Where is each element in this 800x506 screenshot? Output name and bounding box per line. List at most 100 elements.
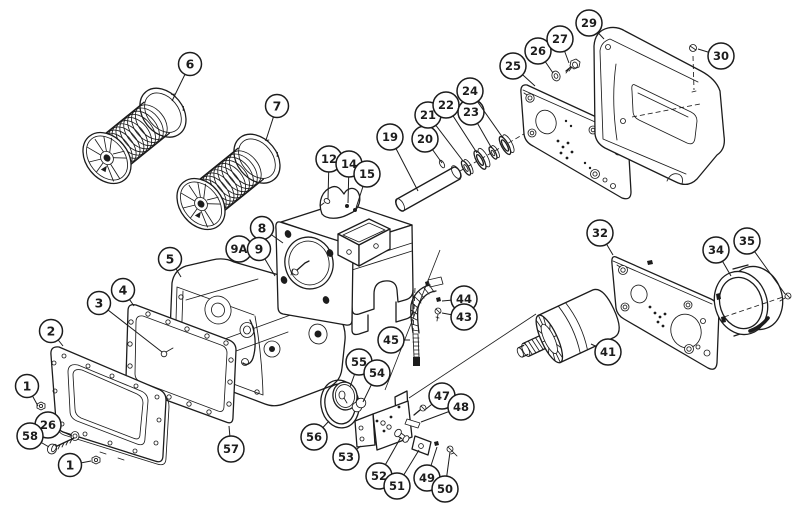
callout-48: 48 (420, 393, 475, 423)
callout-balloon (38, 318, 64, 344)
callout-number: 56 (306, 430, 322, 444)
callout-balloon (332, 443, 360, 471)
part-brush-lead-43-44-45 (410, 276, 444, 366)
callout-balloon (432, 91, 460, 119)
callout-balloon (377, 326, 405, 354)
callout-45: 45 (377, 326, 410, 354)
callout-balloon (246, 236, 272, 262)
part-screw-49 (434, 441, 439, 446)
callout-58: 58 (16, 422, 50, 450)
part-washer-26 (551, 70, 561, 82)
part-nut-1b (91, 455, 101, 465)
callout-number: 3 (95, 295, 104, 310)
callout-57: 57 (217, 425, 245, 463)
callout-number: 26 (40, 418, 56, 432)
callout-balloon (456, 77, 484, 105)
callout-15: 15 (353, 160, 381, 209)
callout-34: 34 (702, 236, 732, 277)
callout-balloon (594, 338, 622, 366)
part-cover-frame-2 (50, 346, 170, 466)
callout-number: 6 (186, 56, 195, 71)
part-pin-20 (438, 159, 446, 169)
callout-20: 20 (411, 125, 443, 164)
callout-number: 1 (23, 378, 32, 393)
callout-number: 47 (434, 389, 450, 403)
callout-27: 27 (546, 25, 574, 64)
part-drum-ring-34 (713, 264, 787, 337)
callout-number: 27 (552, 32, 568, 46)
part-cam-bracket-12-14-15 (319, 185, 361, 219)
callout-41: 41 (590, 338, 622, 366)
callout-number: 34 (708, 243, 724, 257)
part-clip-48 (404, 418, 421, 429)
part-cable-drum-6 (72, 77, 198, 194)
callout-3: 3 (86, 290, 163, 353)
callout-balloon (14, 373, 40, 399)
callout-number: 15 (359, 167, 375, 181)
callout-25: 25 (499, 52, 536, 87)
callout-5: 5 (157, 246, 183, 278)
part-screw-47 (413, 404, 427, 416)
callout-balloon (733, 227, 761, 255)
callout-balloon (524, 37, 552, 65)
callout-number: 41 (600, 345, 616, 359)
callout-balloon (353, 160, 381, 188)
callout-leader-line (98, 302, 163, 353)
callout-number: 25 (505, 59, 521, 73)
callout-29: 29 (575, 9, 605, 40)
callout-number: 58 (22, 429, 38, 443)
callout-balloon (110, 277, 136, 303)
callout-number: 55 (351, 355, 367, 369)
callout-number: 52 (371, 469, 387, 483)
callout-56: 56 (300, 420, 330, 451)
callout-23: 23 (457, 98, 492, 148)
callout-1: 1 (57, 452, 92, 478)
callout-number: 20 (417, 132, 433, 146)
callout-balloon (499, 52, 527, 80)
callout-number: 29 (581, 16, 597, 30)
callout-number: 19 (382, 130, 398, 144)
callout-number: 21 (420, 108, 436, 122)
callout-35: 35 (733, 227, 786, 295)
callout-balloon (217, 435, 245, 463)
part-gear-housing-8-9 (275, 201, 414, 336)
callout-51: 51 (383, 449, 420, 500)
callout-30: 30 (697, 42, 735, 70)
callout-number: 45 (383, 333, 399, 347)
callout-balloon (586, 219, 614, 247)
callout-number: 32 (592, 226, 608, 240)
part-screw-50 (446, 445, 458, 457)
callout-number: 14 (341, 157, 357, 171)
callout-19: 19 (376, 123, 419, 192)
callout-number: 26 (530, 44, 546, 58)
callout-8: 8 (249, 215, 284, 244)
callout-number: 43 (456, 310, 472, 324)
callout-1: 1 (14, 373, 40, 407)
part-washers-21-24 (460, 134, 515, 176)
part-dowel-3 (160, 347, 174, 358)
callout-balloon (16, 422, 44, 450)
callout-number: 24 (462, 84, 478, 98)
callout-24: 24 (456, 77, 504, 139)
callout-53: 53 (332, 443, 362, 471)
callout-number: 44 (456, 292, 472, 306)
part-roller-52 (394, 428, 410, 443)
callout-balloon (702, 236, 730, 264)
callout-balloon (177, 51, 203, 77)
callout-balloon (450, 303, 478, 331)
part-adapter-plate-32 (611, 256, 720, 370)
callout-number: 22 (438, 98, 454, 112)
callout-balloon (264, 93, 290, 119)
callout-balloon (447, 393, 475, 421)
part-pulley-belt-54-55-56 (320, 379, 367, 429)
callout-number: 23 (463, 105, 479, 119)
callout-6: 6 (171, 51, 203, 102)
callout-54: 54 (362, 359, 391, 403)
callout-number: 48 (453, 400, 469, 414)
callout-26: 26 (524, 37, 554, 74)
part-bolt-27 (565, 58, 581, 74)
callout-number: 35 (739, 234, 755, 248)
